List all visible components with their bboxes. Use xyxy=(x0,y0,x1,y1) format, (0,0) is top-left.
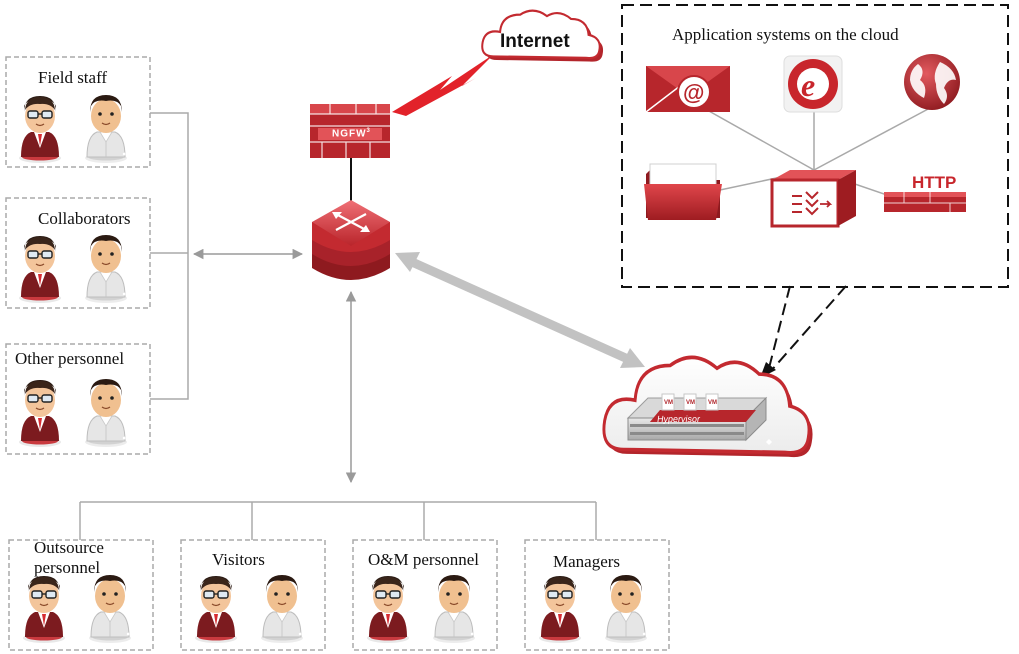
email-icon: @ xyxy=(645,66,730,113)
group-box-visitors xyxy=(180,539,326,651)
group-label-managers: Managers xyxy=(553,552,621,571)
group-label-other-personnel: Other personnel xyxy=(15,349,125,368)
group-label-field-staff: Field staff xyxy=(38,68,108,87)
firewall-label-text: NGFW xyxy=(332,128,367,140)
firewall-label: NGFW3 xyxy=(332,128,371,139)
group-label-outsource-personnel: Outsource personnel xyxy=(34,538,104,577)
switch-to-cloud-arrow xyxy=(395,252,645,368)
lightning-bolt-icon xyxy=(392,54,494,116)
group-label-collaborators: Collaborators xyxy=(38,209,131,228)
bottom-bracket-lines xyxy=(79,501,597,540)
vm-label: VM xyxy=(708,400,717,406)
group-label-om-personnel: O&M personnel xyxy=(368,550,479,569)
svg-text:e: e xyxy=(801,67,815,103)
http-icon xyxy=(884,192,966,212)
internet-label: Internet xyxy=(500,31,570,52)
core-switch-icon xyxy=(312,200,390,280)
group-box-field-staff xyxy=(5,56,151,168)
group-box-other-personnel xyxy=(5,343,151,455)
firewall-label-sup: 3 xyxy=(366,128,371,134)
group-box-collaborators xyxy=(5,197,151,309)
browser-icon: e xyxy=(783,55,843,113)
vm-label: VM xyxy=(664,400,673,406)
vm-label: VM xyxy=(686,400,695,406)
svg-text:@: @ xyxy=(683,80,704,105)
group-box-managers xyxy=(524,539,670,651)
app-server-icon xyxy=(770,170,856,228)
group-label-visitors: Visitors xyxy=(212,550,265,569)
folder-icon xyxy=(644,163,722,220)
http-label: HTTP xyxy=(912,173,957,192)
group-box-om-personnel xyxy=(352,539,498,651)
cloud-apps-box xyxy=(621,4,1009,288)
firewall-icon xyxy=(310,104,390,158)
app-box-to-cloud-dashes xyxy=(767,285,847,373)
hypervisor-label: Hypervisor xyxy=(656,414,700,424)
globe-icon xyxy=(904,54,960,110)
group-box-outsource-personnel xyxy=(8,539,154,651)
hypervisor-server-icon: Hypervisor VM VM VM xyxy=(626,393,772,445)
left-bracket-lines xyxy=(150,112,189,400)
cloud-apps-title: Application systems on the cloud xyxy=(672,25,899,44)
